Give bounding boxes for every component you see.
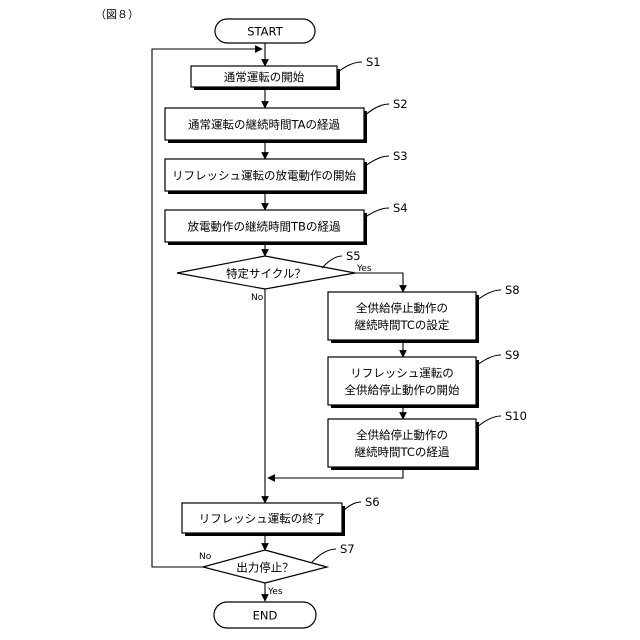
process-box-s9 [328, 357, 476, 405]
process-label-s1: 通常運転の開始 [224, 70, 305, 84]
step-label-s4: S4 [393, 201, 408, 215]
branch-label-s5-no: No [251, 293, 264, 303]
leader-s2 [364, 104, 389, 116]
step-label-s5: S5 [346, 249, 361, 263]
leader-s4 [364, 208, 389, 218]
figure-label: （図８） [95, 8, 139, 21]
step-label-s2: S2 [393, 97, 408, 111]
decision-label-s7: 出力停止？ [236, 561, 294, 575]
process-label-s8-line1: 全供給停止動作の [356, 301, 448, 315]
process-label-s2: 通常運転の継続時間TAの経過 [188, 118, 340, 132]
leader-s9 [476, 355, 501, 366]
step-label-s8: S8 [505, 283, 520, 297]
process-label-s3: リフレッシュ運転の放電動作の開始 [172, 169, 356, 183]
leader-s10 [476, 416, 501, 428]
process-label-s8-line2: 継続時間TCの設定 [355, 318, 450, 332]
leader-s5 [322, 256, 342, 268]
decision-label-s5: 特定サイクル？ [226, 267, 306, 281]
step-label-s3: S3 [393, 149, 408, 163]
branch-label-s7-yes: Yes [267, 587, 283, 597]
process-label-s10-line2: 継続時間TCの経過 [355, 445, 450, 459]
start-label: START [247, 25, 283, 39]
process-label-s9-line1: リフレッシュ運転の [350, 366, 454, 380]
end-label: END [253, 609, 278, 623]
branch-label-s5-yes: Yes [356, 264, 372, 274]
process-box-s8 [328, 292, 476, 340]
process-label-s9-line2: 全供給停止動作の開始 [345, 383, 460, 397]
leader-s8 [476, 290, 501, 301]
step-label-s10: S10 [505, 409, 527, 423]
step-label-s9: S9 [505, 348, 520, 362]
process-label-s4: 放電動作の継続時間TBの経過 [188, 220, 341, 234]
leader-s1 [337, 62, 362, 73]
leader-s7 [312, 549, 336, 562]
leader-s3 [364, 156, 389, 167]
process-box-s10 [328, 419, 476, 467]
process-label-s10-line1: 全供給停止動作の [356, 428, 448, 442]
step-label-s1: S1 [366, 55, 381, 69]
branch-label-s7-no: No [199, 552, 212, 562]
process-label-s6: リフレッシュ運転の終了 [199, 512, 326, 526]
arrow-s5-yes-s8 [355, 273, 403, 292]
step-label-s7: S7 [340, 542, 355, 556]
step-label-s6: S6 [365, 495, 380, 509]
